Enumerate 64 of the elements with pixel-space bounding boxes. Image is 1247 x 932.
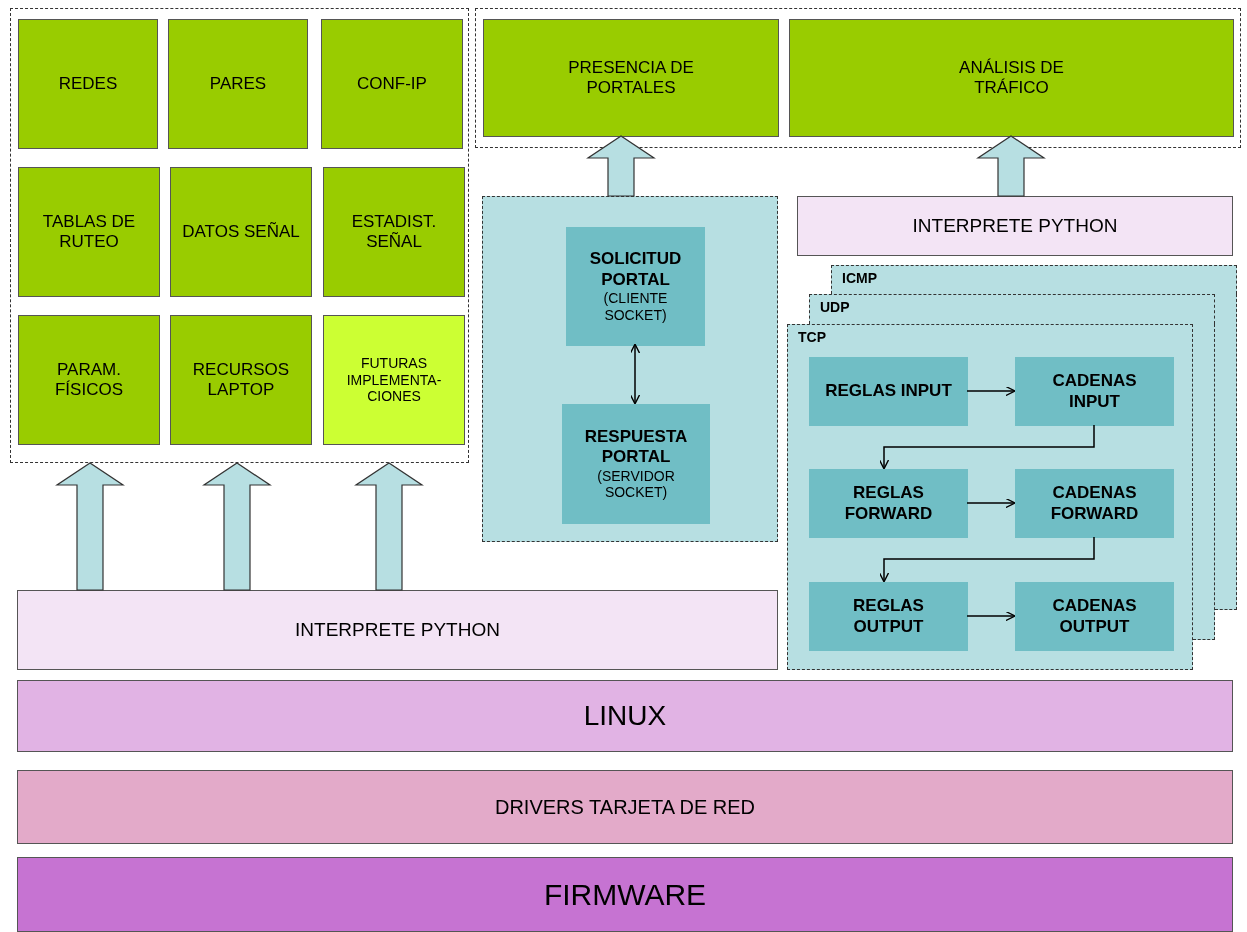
process-subtitle: (CLIENTE SOCKET) bbox=[602, 290, 669, 324]
block-arrow bbox=[354, 462, 424, 591]
interpreter-bar bbox=[17, 590, 778, 670]
module-box bbox=[323, 167, 465, 297]
block-arrow bbox=[55, 462, 125, 591]
arrow bbox=[629, 343, 641, 405]
module-group-frame bbox=[475, 8, 1241, 148]
protocol-title: TCP bbox=[798, 329, 826, 346]
module-label: REDES bbox=[58, 73, 118, 95]
layer-bar bbox=[17, 770, 1233, 844]
module-group-frame bbox=[10, 8, 469, 463]
arrow bbox=[966, 385, 1016, 397]
process-subtitle: (SERVIDOR SOCKET) bbox=[596, 467, 676, 502]
layer-label: FIRMWARE bbox=[543, 876, 707, 913]
process-box bbox=[566, 227, 705, 346]
process-box bbox=[562, 404, 710, 524]
protocol-panel bbox=[831, 265, 1237, 294]
module-box bbox=[170, 167, 312, 297]
process-title: RESPUESTA PORTAL bbox=[583, 426, 689, 468]
module-box bbox=[321, 19, 463, 149]
module-box bbox=[18, 315, 160, 445]
module-box bbox=[789, 19, 1234, 137]
module-label: TABLAS DE RUTEO bbox=[41, 211, 137, 253]
module-box bbox=[18, 167, 160, 297]
module-label: PARAM. FÍSICOS bbox=[54, 359, 124, 401]
arrow bbox=[966, 610, 1016, 622]
rule-label: CADENAS FORWARD bbox=[1049, 483, 1140, 524]
protocol-title: ICMP bbox=[842, 270, 877, 287]
layer-bar bbox=[17, 680, 1233, 752]
layer-bar bbox=[17, 857, 1233, 932]
arrow bbox=[878, 536, 1095, 583]
module-label: PRESENCIA DE PORTALES bbox=[567, 57, 695, 99]
block-arrow bbox=[586, 135, 656, 197]
rule-label: REGLAS OUTPUT bbox=[852, 596, 925, 637]
interpreter-bar bbox=[797, 196, 1233, 256]
rule-label: CADENAS OUTPUT bbox=[1051, 596, 1138, 637]
interpreter-label: INTERPRETE PYTHON bbox=[295, 618, 500, 642]
interpreter-label: INTERPRETE PYTHON bbox=[912, 214, 1118, 238]
protocol-title: UDP bbox=[820, 299, 850, 316]
layer-label: LINUX bbox=[583, 699, 667, 733]
module-box bbox=[168, 19, 308, 149]
arrow bbox=[878, 424, 1095, 470]
protocol-panel bbox=[787, 324, 1193, 670]
module-label: FUTURAS IMPLEMENTA- CIONES bbox=[345, 354, 443, 406]
module-box bbox=[323, 315, 465, 445]
block-arrow bbox=[976, 135, 1046, 197]
process-title: SOLICITUD PORTAL bbox=[588, 249, 683, 291]
module-label: ANÁLISIS DE TRÁFICO bbox=[958, 57, 1065, 99]
module-label: ESTADIST. SEÑAL bbox=[350, 211, 438, 253]
layer-label: DRIVERS TARJETA DE RED bbox=[494, 795, 756, 819]
module-box bbox=[483, 19, 779, 137]
rule-label: CADENAS INPUT bbox=[1051, 371, 1138, 412]
block-arrow bbox=[202, 462, 272, 591]
module-box bbox=[170, 315, 312, 445]
rule-label: REGLAS FORWARD bbox=[843, 483, 934, 524]
arrow bbox=[966, 497, 1016, 509]
module-label: RECURSOS LAPTOP bbox=[191, 359, 291, 401]
module-label: CONF-IP bbox=[357, 73, 427, 95]
rule-label: REGLAS INPUT bbox=[825, 381, 952, 402]
protocol-panel bbox=[809, 294, 1215, 324]
module-label: DATOS SEÑAL bbox=[182, 221, 300, 243]
portal-panel bbox=[482, 196, 778, 542]
module-box bbox=[18, 19, 158, 149]
module-label: PARES bbox=[209, 73, 267, 95]
